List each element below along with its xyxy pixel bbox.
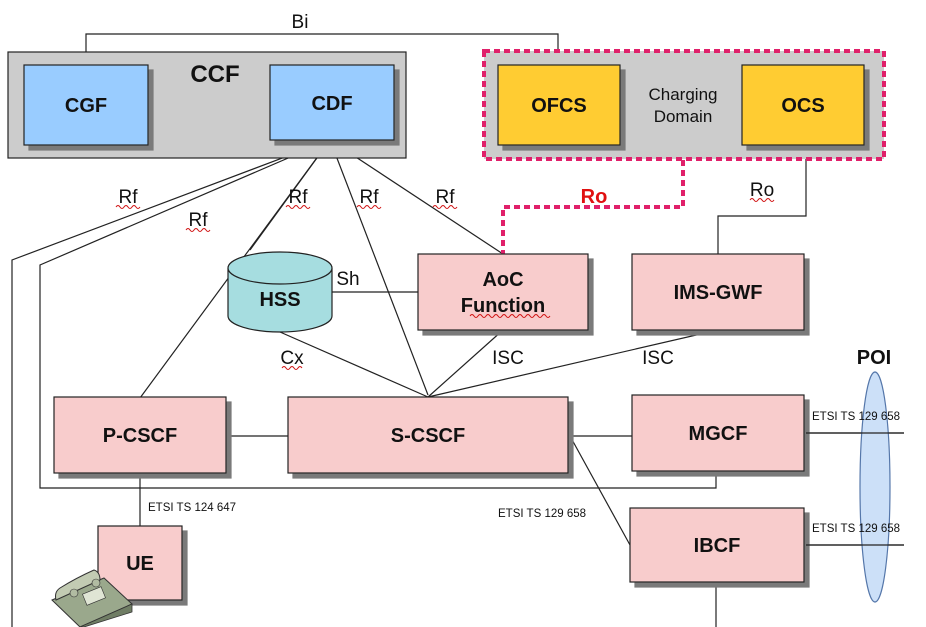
cgf-label: CGF: [65, 95, 107, 117]
ro-highlight-line: [501, 160, 685, 254]
ibcf-label: IBCF: [694, 535, 741, 557]
ref-scscf-ibcf: ETSI TS 129 658: [498, 508, 586, 520]
ccf-title: CCF: [190, 61, 239, 88]
isc-line-aoc: [427, 329, 504, 398]
ims-gwf-node[interactable]: IMS-GWF: [631, 253, 805, 331]
ro-label-highlight: Ro: [581, 186, 608, 208]
rf-label-1: Rf: [119, 187, 139, 208]
rf-label-2: Rf: [189, 210, 209, 231]
charging-domain-label-2: Domain: [654, 107, 713, 126]
aoc-label-1: AoC: [482, 269, 523, 291]
charging-domain-label-1: Charging: [649, 85, 718, 104]
p-cscf-node[interactable]: P-CSCF: [53, 396, 227, 474]
isc-label-2: ISC: [642, 348, 674, 369]
ro-label-gwf: Ro: [750, 180, 774, 201]
ref-pcscf-ue: ETSI TS 124 647: [148, 502, 236, 514]
aoc-function-node[interactable]: AoC Function: [417, 253, 589, 331]
ofcs-label: OFCS: [531, 95, 587, 117]
aoc-label-2: Function: [461, 295, 545, 317]
p-cscf-label: P-CSCF: [103, 425, 177, 447]
rf-line-scscf: [329, 139, 429, 396]
isc-label-1: ISC: [492, 348, 524, 369]
cgf-node[interactable]: CGF: [23, 64, 149, 146]
hss-label: HSS: [259, 289, 300, 311]
rf-line-loop: [39, 139, 717, 489]
rf-line-outer: [11, 139, 331, 627]
mgcf-node[interactable]: MGCF: [631, 394, 805, 472]
rf-label-4: Rf: [360, 187, 380, 208]
ibcf-node[interactable]: IBCF: [629, 507, 805, 583]
ocs-label: OCS: [781, 95, 824, 117]
ref-mgcf-out: ETSI TS 129 658: [812, 411, 900, 423]
isc-line-gwf: [427, 329, 719, 398]
bi-label: Bi: [292, 12, 309, 33]
rf-label-5: Rf: [436, 187, 456, 208]
telephone-icon: [51, 569, 133, 627]
ro-line-gwf: [717, 150, 807, 254]
ref-ibcf-out: ETSI TS 129 658: [812, 523, 900, 535]
s-cscf-node[interactable]: S-CSCF: [287, 396, 569, 474]
hss-node[interactable]: HSS: [227, 251, 333, 333]
poi-label: POI: [857, 347, 891, 369]
rf-label-3: Rf: [289, 187, 309, 208]
cx-line: [279, 331, 429, 398]
sh-label: Sh: [336, 269, 359, 290]
ofcs-node[interactable]: OFCS: [497, 64, 621, 146]
cx-label: Cx: [280, 348, 304, 369]
mgcf-label: MGCF: [689, 423, 748, 445]
cdf-node[interactable]: CDF: [269, 64, 395, 141]
ims-gwf-label: IMS-GWF: [674, 282, 763, 304]
s-cscf-label: S-CSCF: [391, 425, 465, 447]
scscf-ibcf-line: [569, 435, 631, 546]
cdf-label: CDF: [311, 93, 352, 115]
poi-ellipse: [859, 371, 891, 603]
ocs-node[interactable]: OCS: [741, 64, 865, 146]
rf-line-aoc: [329, 139, 504, 255]
ue-label: UE: [126, 553, 154, 575]
